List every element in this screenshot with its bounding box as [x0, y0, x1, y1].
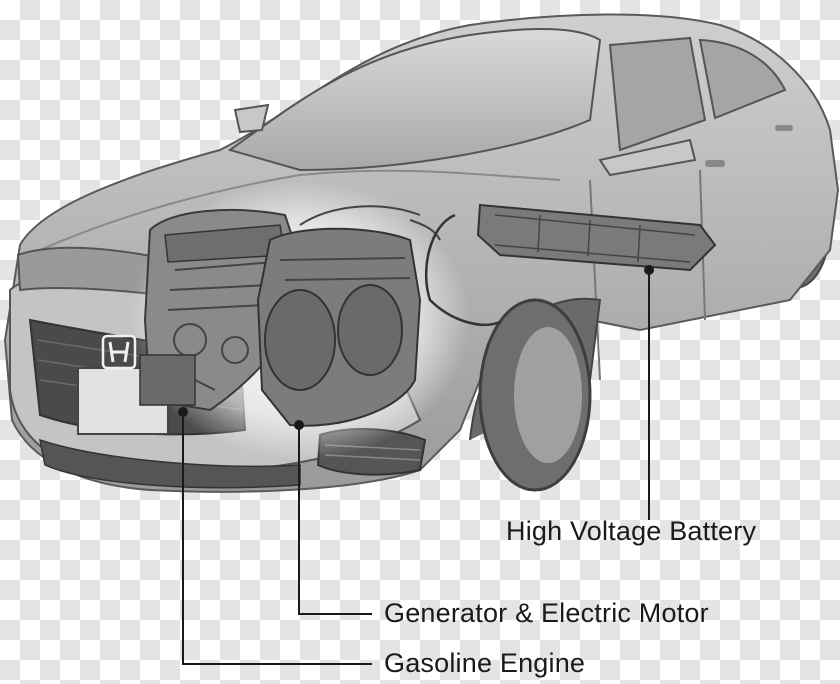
label-generator-electric-motor: Generator & Electric Motor [384, 598, 709, 629]
leader-dot-battery [644, 265, 654, 275]
leader-dot-motor [294, 420, 304, 430]
label-gasoline-engine: Gasoline Engine [384, 648, 585, 679]
leader-dot-engine [178, 407, 188, 417]
label-high-voltage-battery: High Voltage Battery [506, 516, 756, 547]
